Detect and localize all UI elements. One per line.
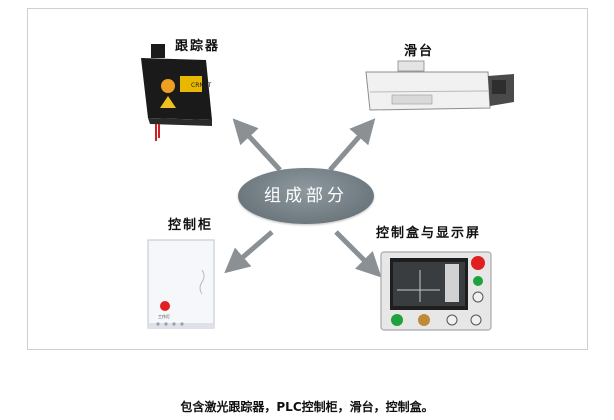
label-tracker: 跟踪器	[175, 39, 221, 54]
control-box-display-icon	[380, 251, 492, 331]
tracker-badge-text: CRNET	[191, 82, 212, 89]
label-control-box: 控制盒与显示屏	[376, 226, 482, 241]
label-slide: 滑台	[404, 44, 435, 59]
laser-tracker-icon	[141, 44, 212, 141]
sliding-table-icon	[365, 60, 514, 111]
label-control-cabinet: 控制柜	[168, 218, 214, 233]
arrow-to-cabinet	[224, 230, 274, 274]
control-cabinet-icon	[147, 239, 215, 329]
arrow-to-tracker	[232, 118, 282, 172]
center-hub: 组成部分	[238, 168, 374, 224]
cabinet-tag-text: 工作灯	[158, 313, 170, 319]
arrow-to-slide	[328, 118, 376, 172]
center-hub-label: 组成部分	[264, 186, 348, 206]
caption: 包含激光跟踪器，PLC控制柜，滑台，控制盒。	[180, 400, 434, 414]
arrow-to-control-box	[334, 230, 382, 278]
